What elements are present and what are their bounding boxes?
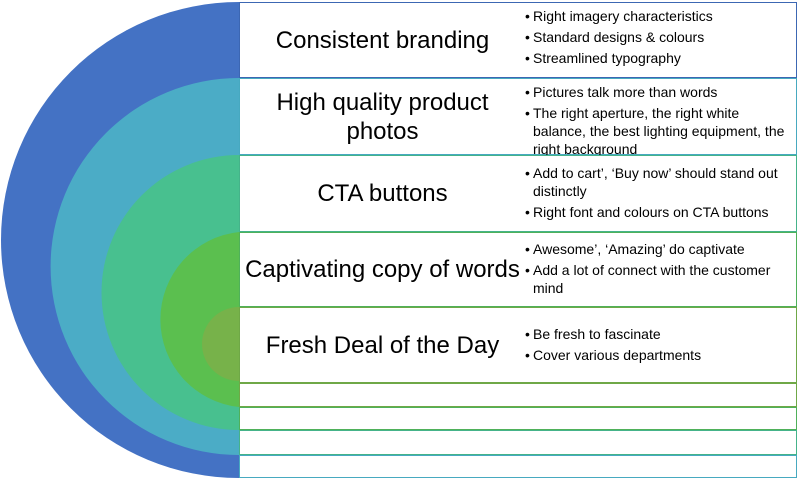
bullet-item: Pictures talk more than words (525, 83, 790, 101)
row-title: Consistent branding (275, 26, 490, 54)
bullet-list: Add to cart’, ‘Buy now’ should stand out… (525, 164, 790, 224)
bullet-item: Be fresh to fascinate (525, 325, 790, 343)
diagram-row-2: High quality product photos Pictures tal… (239, 78, 797, 157)
bullet-item: Streamlined typography (525, 49, 790, 67)
diagram-row-3: CTA buttons Add to cart’, ‘Buy now’ shou… (239, 155, 797, 232)
bullet-item: Add to cart’, ‘Buy now’ should stand out… (525, 164, 790, 200)
diagram-row-5: Fresh Deal of the Day Be fresh to fascin… (239, 307, 797, 383)
empty-row-band-5 (239, 383, 797, 407)
bullet-item: Right imagery characteristics (525, 7, 790, 25)
diagram-row-4: Captivating copy of words Awesome’, ‘Ama… (239, 232, 797, 307)
bullet-list: Pictures talk more than words The right … (525, 83, 790, 161)
bullet-item: The right aperture, the right white bala… (525, 104, 790, 158)
empty-row-band-3 (239, 430, 797, 455)
empty-row-band-2 (239, 455, 797, 478)
bullet-item: Awesome’, ‘Amazing’ do captivate (525, 240, 790, 258)
bullet-list: Awesome’, ‘Amazing’ do captivate Add a l… (525, 240, 790, 300)
bullet-list: Right imagery characteristics Standard d… (525, 7, 790, 70)
bullet-list: Be fresh to fascinate Cover various depa… (525, 325, 790, 367)
arc-ring-5 (202, 307, 239, 381)
diagram-row-1: Consistent branding Right imagery charac… (239, 2, 797, 78)
row-title: Captivating copy of words (245, 256, 520, 283)
bullet-item: Cover various departments (525, 346, 790, 364)
row-title: Fresh Deal of the Day (265, 331, 500, 359)
bullet-item: Right font and colours on CTA buttons (525, 203, 790, 221)
row-title: High quality product photos (276, 88, 489, 145)
row-title: CTA buttons (317, 180, 448, 207)
bullet-item: Add a lot of connect with the customer m… (525, 261, 790, 297)
bullet-item: Standard designs & colours (525, 28, 790, 46)
empty-row-band-4 (239, 407, 797, 430)
